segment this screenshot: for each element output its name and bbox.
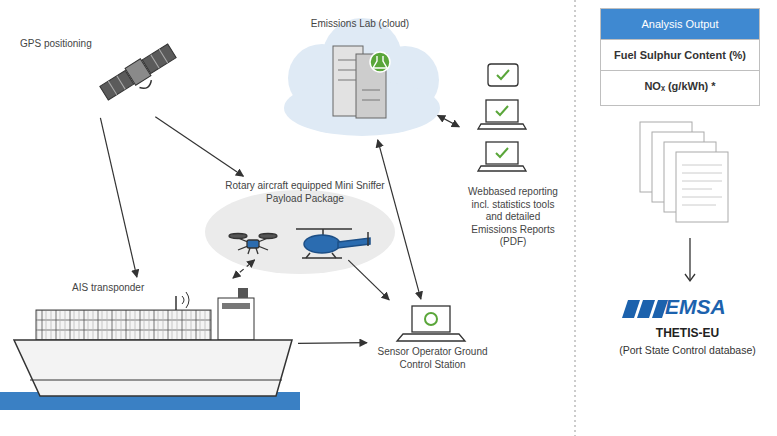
connector-arrow: [438, 115, 460, 126]
node-group: Emissions Lab (cloud): [285, 12, 435, 137]
icon-label: Rotary aircraft equipped Mini Sniffer Pa…: [225, 180, 385, 205]
node-group: Analysis OutputFuel Sulphur Content (%)N…: [600, 8, 760, 106]
connector-arrow: [378, 140, 421, 299]
connector-arrow: [348, 260, 389, 300]
table-header: Analysis Output: [601, 9, 759, 39]
helicopter-icon: [296, 229, 370, 258]
icon-label: GPS positioning: [20, 38, 115, 51]
connector-arrow: [233, 260, 255, 278]
server-icon: [333, 46, 390, 118]
connector-arrow: [100, 118, 136, 277]
laptop-icon: [397, 306, 465, 341]
node-group: AIS transponder: [10, 280, 295, 410]
separator-line: [575, 0, 576, 436]
satellite-icon: [99, 42, 182, 108]
node-group: Rotary aircraft equipped Mini Sniffer Pa…: [225, 178, 385, 258]
node-group: Webbased reporting incl. statistics tool…: [462, 58, 564, 252]
device-icons: [478, 64, 526, 171]
connector-arrow: [298, 342, 367, 344]
database-label: THETIS-EU: [605, 326, 770, 341]
node-group: EMSA THETIS-EU (Port State Control databas…: [605, 294, 770, 399]
database-label: (Port State Control database): [605, 344, 770, 357]
node-group: GPS positioning: [15, 30, 165, 115]
icon-label: Webbased reporting incl. statistics tool…: [462, 186, 564, 249]
table-row: NOₓ (g/kWh) *: [601, 70, 759, 101]
drone-icon: [229, 234, 277, 255]
connector-arrow: [155, 117, 243, 177]
logo-text: EMSA: [665, 294, 765, 320]
node-group: Sensor Operator Ground Control Station: [370, 302, 495, 382]
icon-label: Emissions Lab (cloud): [295, 18, 425, 31]
down-arrow: [685, 238, 695, 281]
emsa-logo-mark: [622, 300, 668, 318]
icon-label: Sensor Operator Ground Control Station: [370, 346, 495, 371]
cloud-shape: [284, 18, 440, 136]
table-row: Fuel Sulphur Content (%): [601, 39, 759, 70]
report-pages: [640, 122, 728, 222]
ship-icon: [0, 288, 300, 410]
icon-label: AIS transponder: [72, 282, 172, 295]
